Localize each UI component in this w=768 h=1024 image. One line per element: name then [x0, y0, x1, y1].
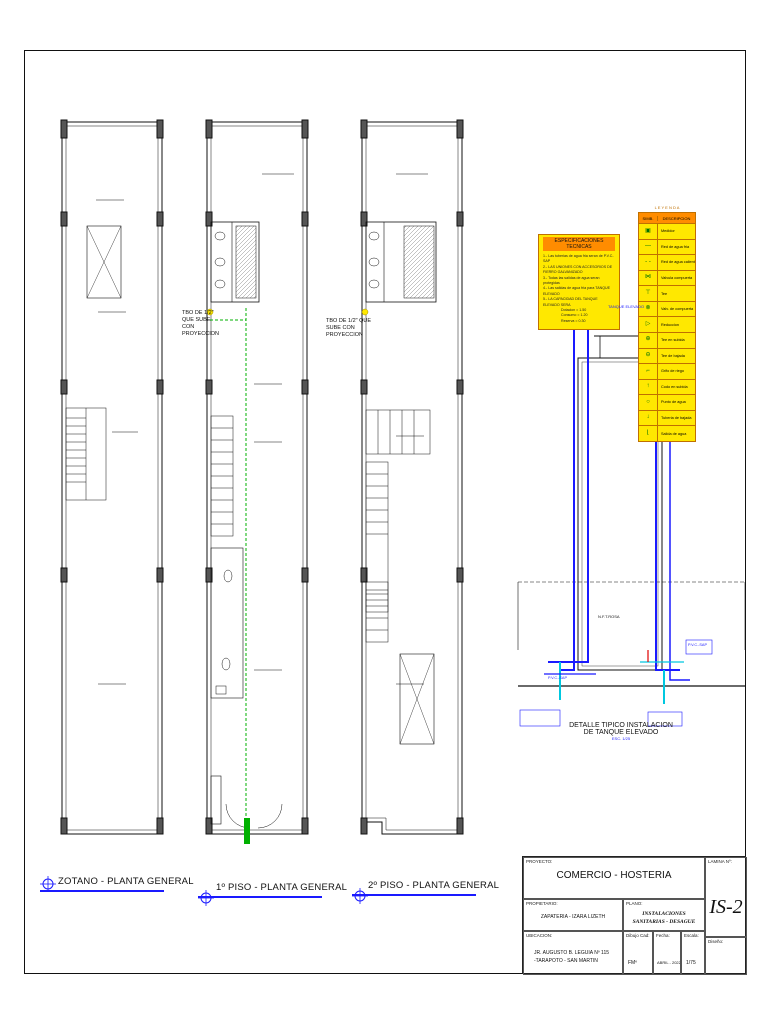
- legend-rows: ▣Medidor—Red de agua fria- -Red de agua …: [639, 223, 695, 442]
- legend-symbol-icon: ▣: [639, 223, 658, 240]
- tb-escala: Escala: 1/75: [681, 931, 705, 975]
- tb-propietario: PROPIETARIO: ZAPATERIA - IZARA LIZETH: [523, 899, 623, 931]
- legend-description: Tee de bajada: [661, 353, 685, 358]
- legend-description: Valvula compuerta: [661, 275, 693, 280]
- annotation-tubo-piso2: TBO DE 1/2" QUE SUBE CON PROYECCION: [326, 318, 372, 338]
- detail-level-label: N.F.T.ROSA: [598, 614, 620, 619]
- legend-row: ▣Medidor: [639, 223, 695, 240]
- legend-symbol-icon: ⋈: [639, 270, 658, 286]
- legend-symbol-icon: ⊕: [639, 332, 658, 349]
- legend-description: Tee: [661, 291, 668, 296]
- legend-description: Red de agua fria: [661, 244, 690, 249]
- legend-description: Reduccion: [661, 322, 679, 327]
- legend-description: Tuberia de bajada: [661, 416, 692, 421]
- zotano-plan: [60, 119, 164, 835]
- legend-row: ⊖Tee de bajada: [639, 348, 695, 365]
- view-title-piso1: 1º PISO - PLANTA GENERAL: [216, 882, 348, 893]
- piso1-plan: [205, 119, 309, 844]
- view-title-piso2: 2º PISO - PLANTA GENERAL: [368, 880, 500, 891]
- legend-description: Punto de agua: [661, 400, 686, 405]
- detail-tank-label: TANQUE ELEVADO: [608, 304, 645, 309]
- legend-description: Red de agua caliente: [661, 260, 695, 265]
- detail-pvc-right: P.V.C.-SAP: [688, 643, 707, 647]
- tb-dibujo: Dibujo Cad: FMº: [623, 931, 653, 975]
- legend-row: ⊕Tee en subida: [639, 332, 695, 349]
- legend-symbol-icon: ⊤: [639, 285, 658, 302]
- legend-table: SIMB. DESCRIPCION ▣Medidor—Red de agua f…: [638, 212, 696, 442]
- legend-symbol-icon: ⊗: [639, 301, 658, 317]
- legend-symbol-icon: ⌊: [639, 425, 658, 442]
- view-title-zotano: ZOTANO - PLANTA GENERAL: [58, 876, 194, 887]
- legend-symbol-icon: - -: [639, 254, 658, 271]
- legend-row: ↓Tuberia de bajada: [639, 410, 695, 427]
- legend-row: ⌐Grifo de riego: [639, 363, 695, 380]
- legend-symbol-icon: ↓: [639, 410, 658, 426]
- tank-detail-drawing: [517, 306, 746, 727]
- view-title-piso1-underline: [198, 896, 322, 898]
- legend-description: Grifo de riego: [661, 369, 685, 374]
- legend-symbol-icon: ○: [639, 394, 658, 411]
- legend-symbol-icon: ↑: [639, 379, 658, 395]
- tb-fecha: Fecha: ABRIL - 2022: [653, 931, 681, 975]
- legend-row: ⊗Valv. de compuerta: [639, 301, 695, 318]
- detail-title: DETALLE TIPICO INSTALACION DE TANQUE ELE…: [569, 722, 673, 741]
- legend-symbol-icon: ⊖: [639, 348, 658, 364]
- tb-lamina: LAMINA Nº: IS-2: [705, 857, 747, 937]
- legend-symbol-icon: ▷: [639, 316, 658, 333]
- legend-description: Codo en subida: [661, 384, 688, 389]
- legend-description: Tee en subida: [661, 338, 685, 343]
- legend-symbol-icon: —: [639, 239, 658, 255]
- legend-row: —Red de agua fria: [639, 239, 695, 256]
- legend-description: Medidor: [661, 229, 675, 234]
- annotation-tubo-piso1: TBO DE 1/2" QUE SUBE CON PROYECCION: [182, 310, 219, 337]
- specs-lines: 1.- Las tuberias de agua fria seran de P…: [543, 254, 614, 323]
- specs-title: ESPECIFICACIONES TECNICAS: [543, 237, 615, 251]
- legend-row: ↑Codo en subida: [639, 379, 695, 396]
- legend-description: Valv. de compuerta: [661, 307, 694, 312]
- title-block: PROYECTO: COMERCIO - HOSTERIA LAMINA Nº:…: [522, 856, 747, 975]
- drawing-sheet: [24, 50, 746, 974]
- legend-row: ▷Reduccion: [639, 316, 695, 333]
- view-title-zotano-underline: [40, 890, 164, 892]
- legend-row: - -Red de agua caliente: [639, 254, 695, 271]
- legend-symbol-icon: ⌐: [639, 363, 658, 380]
- legend-description: Salida de agua: [661, 431, 687, 436]
- detail-pvc-left: P.V.C.-SAP: [548, 676, 567, 680]
- legend-row: ⊤Tee: [639, 285, 695, 302]
- tb-plano: PLANO: INSTALACIONES SANITARIAS - DESAGU…: [623, 899, 705, 931]
- legend-row: ⋈Valvula compuerta: [639, 270, 695, 287]
- tb-ubicacion: UBICACION: JR. AUGUSTO B. LEGUIA Nº 115 …: [523, 931, 623, 975]
- legend-title: L E Y E N D A: [654, 205, 680, 210]
- view-title-piso2-underline: [352, 894, 476, 896]
- piso2-plan: [360, 119, 464, 835]
- legend-row: ○Punto de agua: [639, 394, 695, 411]
- tb-proyecto: PROYECTO: COMERCIO - HOSTERIA: [523, 857, 705, 899]
- tb-diseno: Diseño:: [705, 937, 747, 975]
- specs-box: ESPECIFICACIONES TECNICAS 1.- Las tuberi…: [538, 234, 620, 330]
- view-markers: [40, 876, 368, 906]
- legend-row: ⌊Salida de agua: [639, 425, 695, 442]
- legend-header: SIMB. DESCRIPCION: [639, 213, 695, 224]
